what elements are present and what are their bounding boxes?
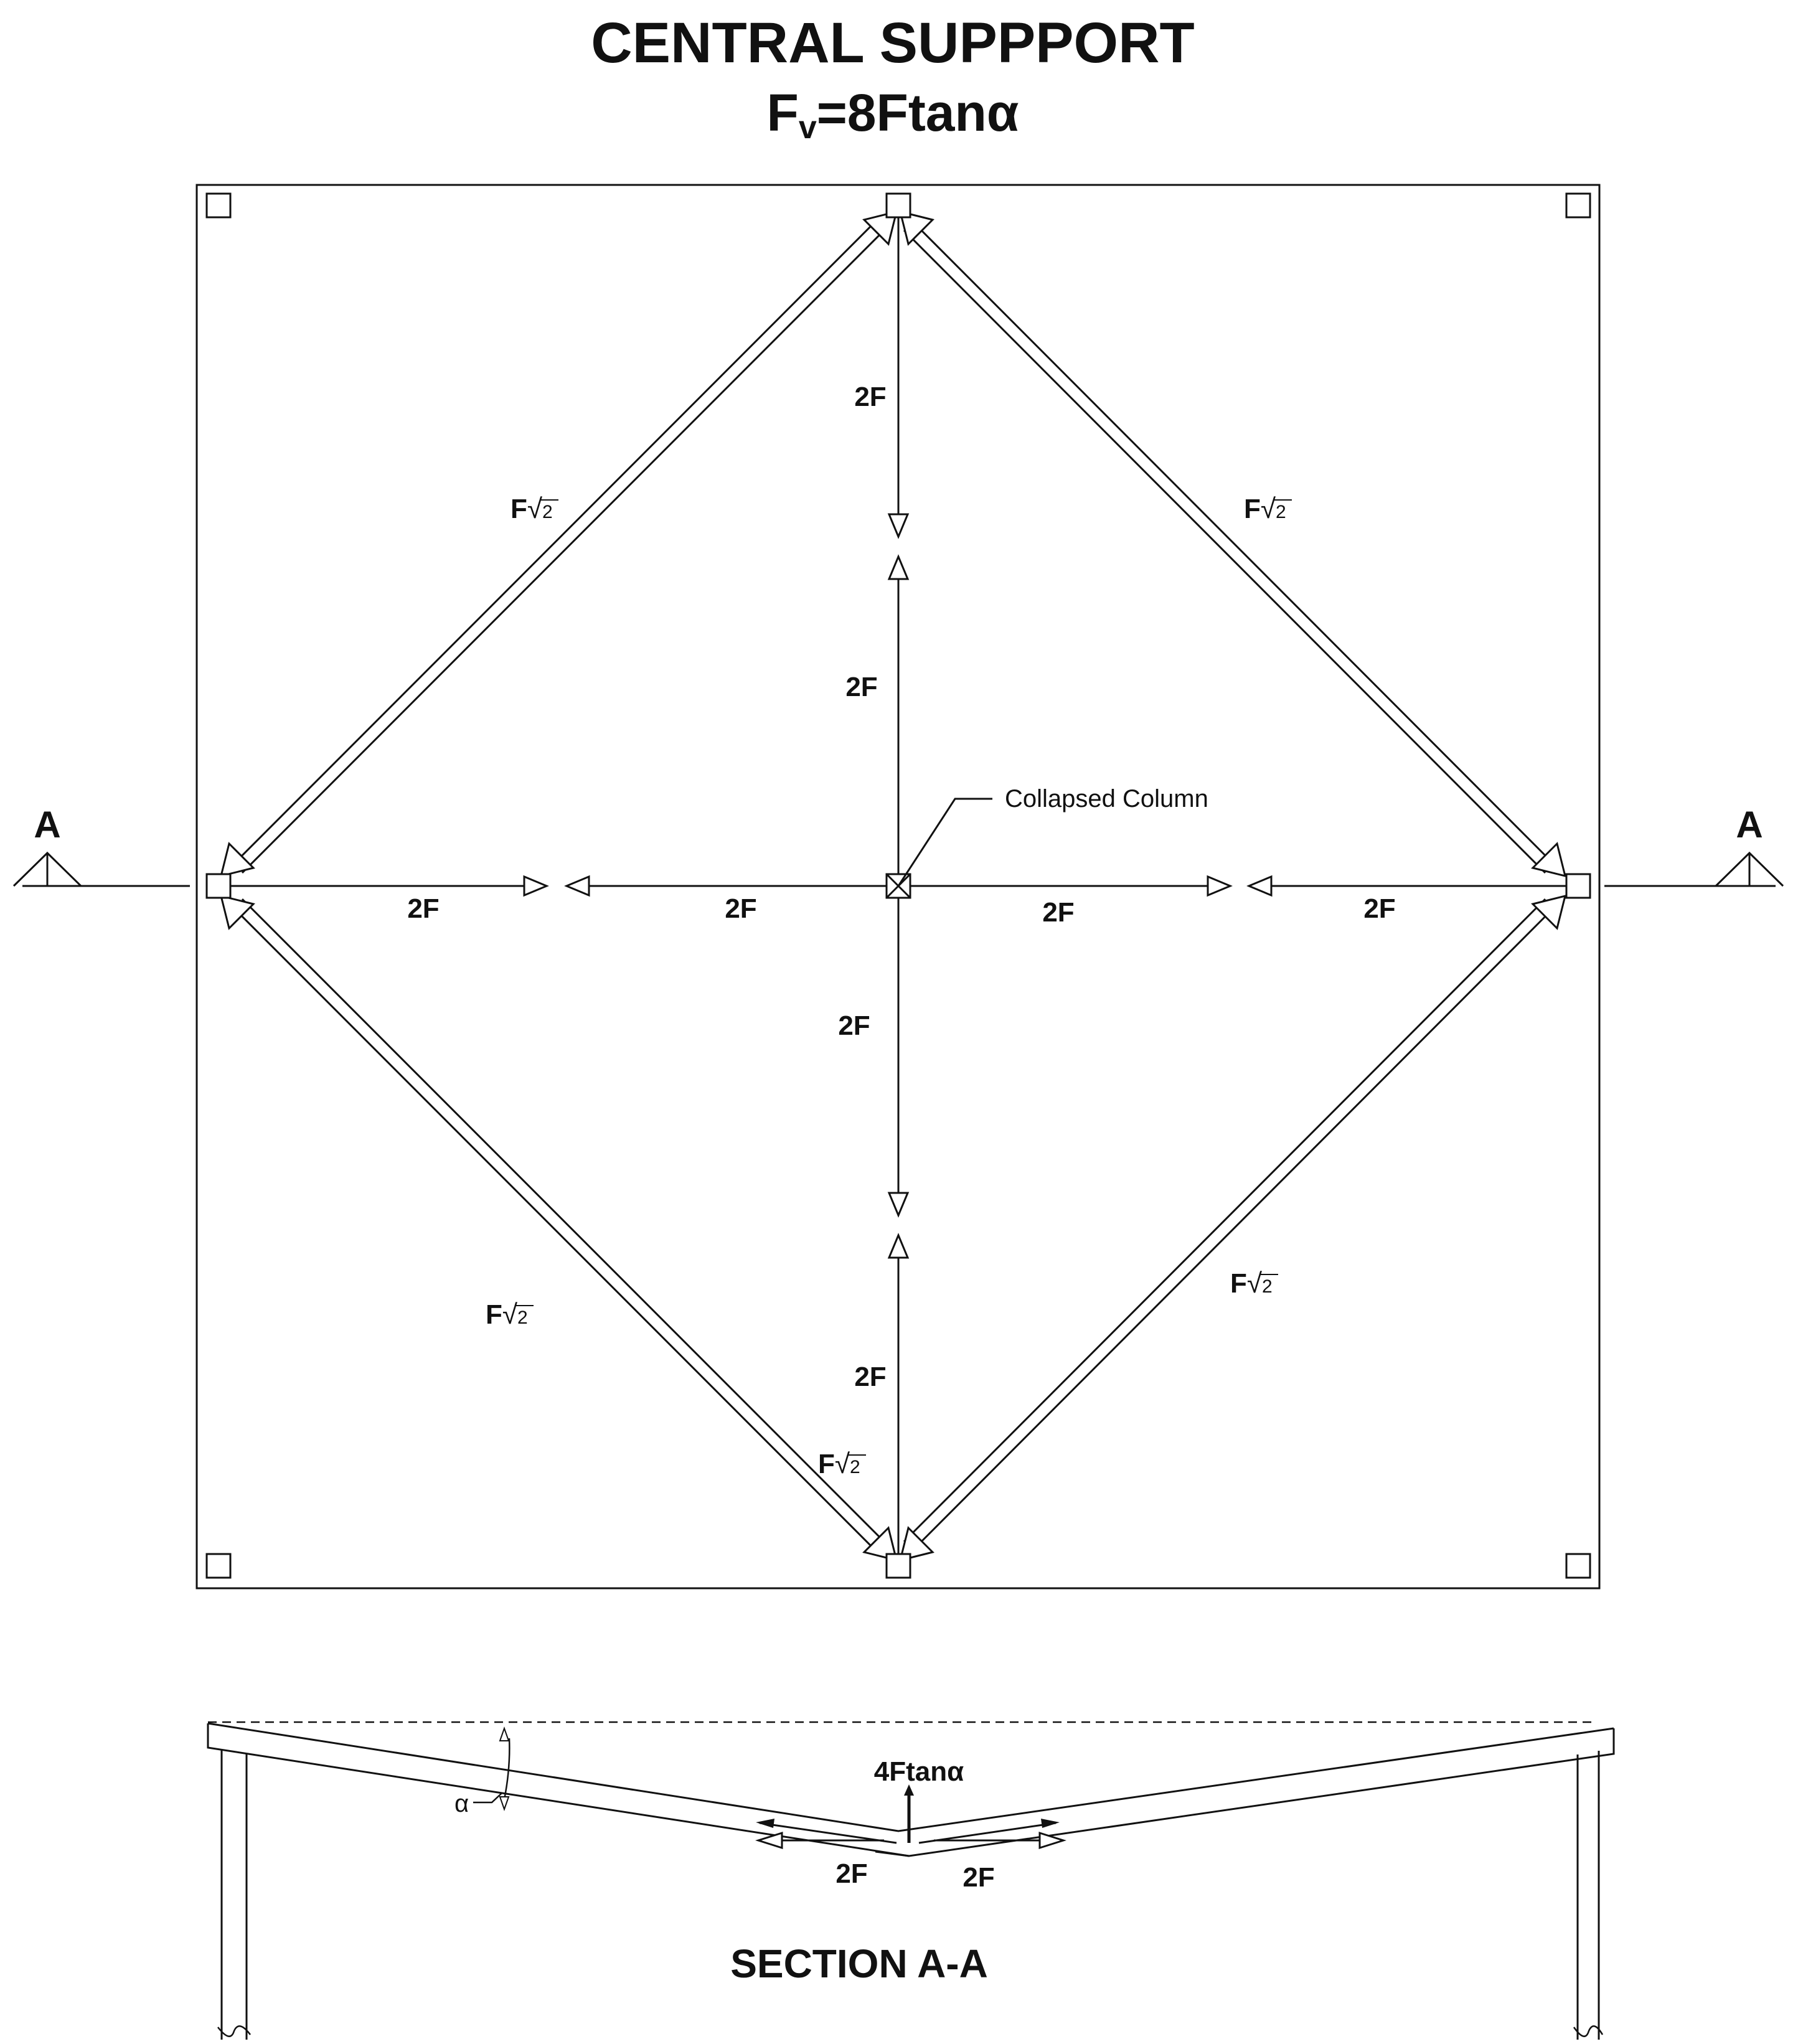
svg-text:F√2: F√2 (511, 494, 553, 524)
force-label-east-outer: 2F (1363, 893, 1395, 924)
force-label-south-lower: 2F (854, 1362, 886, 1392)
tie-south (887, 897, 910, 1554)
vertical-force-formula: Fv=8Ftanα (767, 83, 1019, 146)
tie-west (230, 875, 887, 897)
tie-north (887, 217, 910, 875)
force-label-diagonal-top-right: F√2 (1244, 494, 1292, 524)
column-edge-right (1565, 873, 1591, 899)
vertical-force-label: 4Ftanα (874, 1756, 964, 1787)
diagonal-tie-bottom-left (219, 894, 898, 1562)
force-label-north-upper: 2F (854, 382, 886, 412)
column-edge-top (885, 192, 911, 219)
column-corner-bottom-left (205, 1553, 232, 1579)
svg-text:F√2: F√2 (1244, 494, 1286, 524)
diagonal-tie-top-left (219, 210, 898, 878)
force-label-west-outer: 2F (407, 893, 439, 924)
formula-rest: =8Ftanα (817, 83, 1019, 142)
column-corner-top-right (1565, 192, 1591, 219)
section-marker-label-left: A (34, 804, 60, 845)
section-column-left (217, 1750, 251, 2040)
section-force-left-label: 2F (835, 1858, 867, 1889)
angle-indicator (473, 1726, 511, 1812)
collapsed-column-label: Collapsed Column (1005, 785, 1208, 812)
collapsed-column (885, 798, 992, 899)
diagonal-tie-top-right (898, 210, 1567, 878)
angle-alpha-label: α (454, 1790, 469, 1817)
floor-plan-outline (195, 184, 1601, 1590)
force-label-south-upper: 2F (838, 1010, 870, 1041)
formula-subscript: v (799, 110, 817, 146)
force-label-diagonal-bottom-inner: F√2 (818, 1449, 866, 1479)
column-corner-bottom-right (1565, 1553, 1591, 1579)
section-view: α 4Ftanα 2F 2F SECTION A-A (207, 1721, 1615, 2040)
force-label-north-lower: 2F (845, 672, 877, 702)
force-label-east-inner: 2F (1042, 897, 1074, 928)
force-label-diagonal-bottom-right: F√2 (1230, 1268, 1278, 1299)
diagonal-tie-bottom-right (898, 894, 1567, 1562)
column-edge-bottom (885, 1553, 911, 1579)
section-title: SECTION A-A (730, 1941, 988, 1986)
section-column-right (1573, 1751, 1604, 2040)
section-marker-left: A (12, 804, 190, 887)
svg-text:F√2: F√2 (1230, 1268, 1273, 1299)
diagram-title: CENTRAL SUPPPORT (591, 11, 1195, 75)
column-corner-top-left (205, 192, 232, 219)
section-marker-label-right: A (1736, 804, 1763, 845)
svg-text:F√2: F√2 (818, 1449, 860, 1479)
tie-east (910, 875, 1566, 897)
column-edge-left (205, 873, 232, 899)
force-label-diagonal-bottom-left: F√2 (486, 1299, 534, 1330)
formula-base: F (767, 83, 799, 142)
section-marker-right: A (1604, 804, 1784, 887)
deformed-slab (207, 1722, 1615, 1857)
svg-text:F√2: F√2 (486, 1299, 528, 1330)
force-label-diagonal-top-left: F√2 (511, 494, 558, 524)
section-force-right-label: 2F (963, 1862, 994, 1893)
force-label-west-inner: 2F (725, 893, 756, 924)
